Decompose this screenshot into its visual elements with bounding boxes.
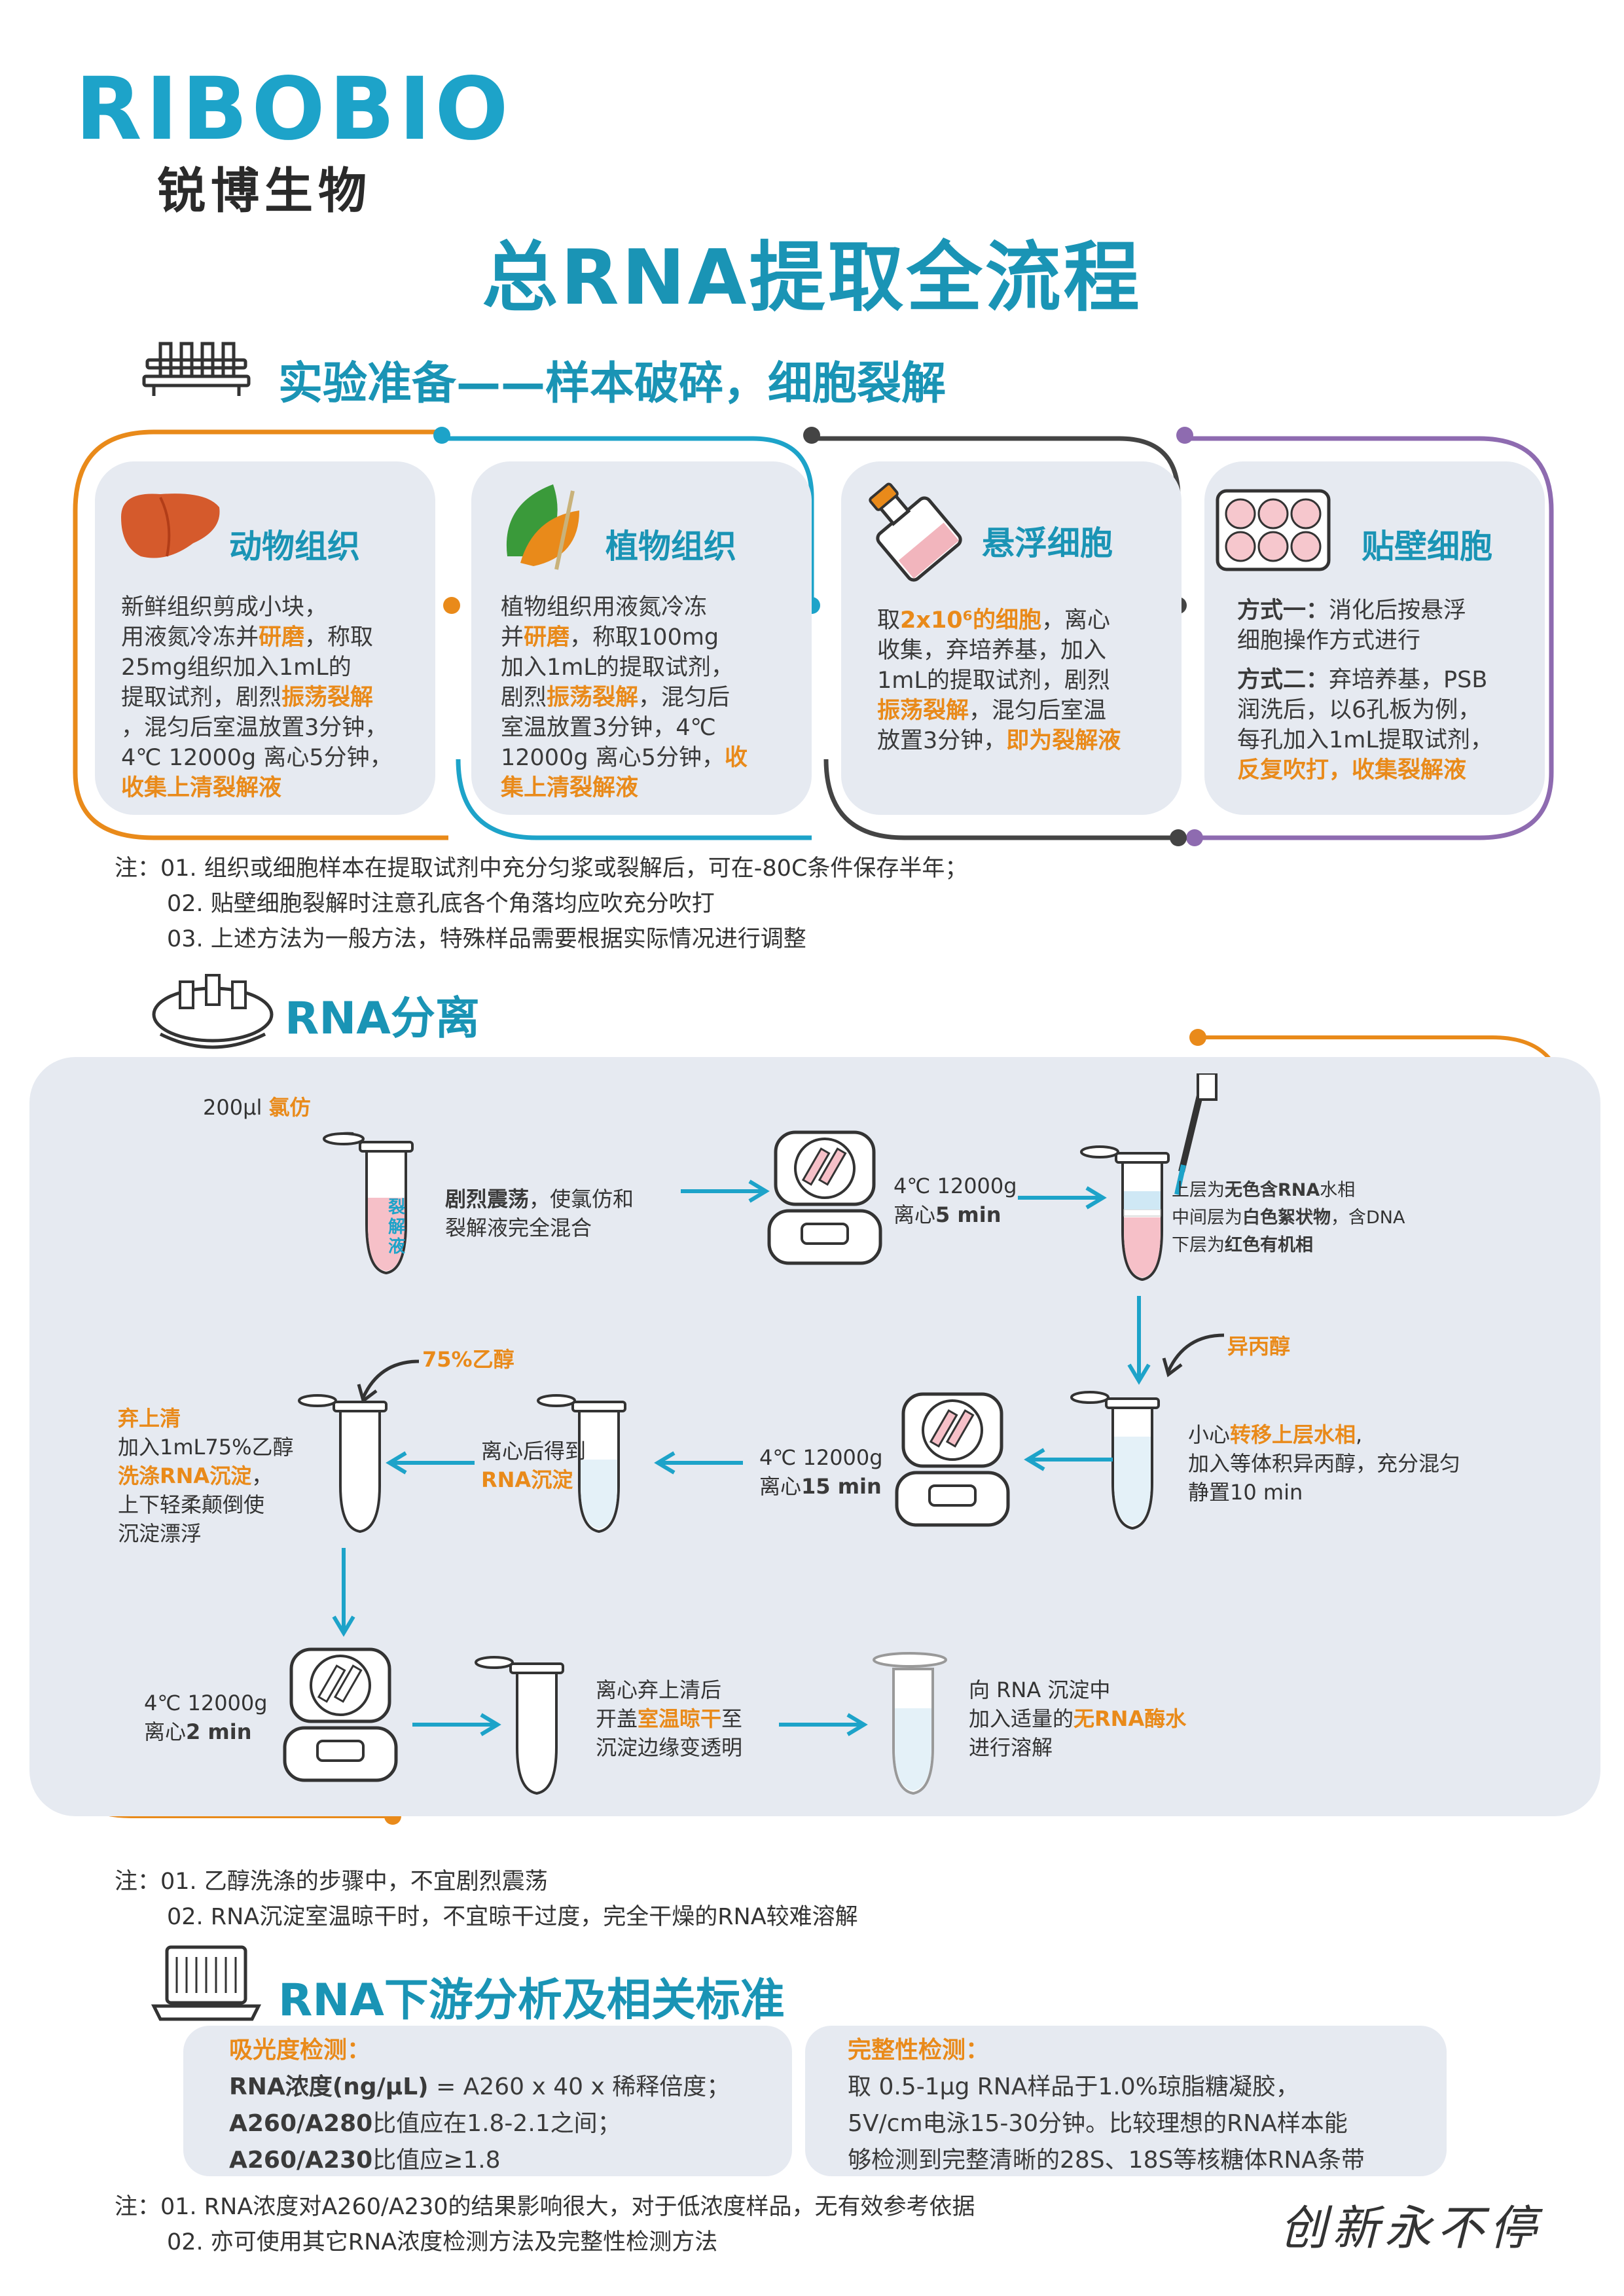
section-separation-title: RNA分离	[285, 993, 480, 1045]
card-animal-body: 新鲜组织剪成小块， 用液氮冷冻并研磨，称取 25mg组织加入1mL的 提取试剂，…	[121, 594, 393, 801]
absorbance-content: 吸光度检测： RNA浓度(ng/μL) = A260 x 40 x 稀释倍度； …	[229, 2037, 731, 2174]
step-transfer: 小心转移上层水相, 加入等体积异丙醇，充分混匀 静置10 min	[1188, 1422, 1461, 1505]
card-adherent-body: 方式一：消化后按悬浮 细胞操作方式进行 方式二：弃培养基，PSB 润洗后，以6孔…	[1237, 598, 1493, 783]
curved-arrow-icon	[1162, 1333, 1225, 1378]
logo-chinese: 锐博生物	[157, 163, 372, 219]
card-suspension-body: 取2x10⁶的细胞，离心 收集，弃培养基，加入 1mL的提取试剂，剧烈 振荡裂解…	[877, 607, 1121, 754]
test-tube-rack-icon	[142, 342, 251, 396]
tube-icon	[1070, 1391, 1160, 1530]
arrow-left-icon	[386, 1451, 475, 1475]
tube-icon	[537, 1394, 626, 1534]
phase-separated-tube-icon	[1080, 1073, 1218, 1282]
step-wash: 弃上清 加入1mL75%乙醇 洗涤RNA沉淀， 上下轻柔颠倒使 沉淀漂浮	[118, 1406, 294, 1546]
card-plant-body: 植物组织用液氮冷冻 并研磨，称取100mg 加入1mL的提取试剂， 剧烈振荡裂解…	[501, 594, 748, 801]
centrifuge-machine-icon	[767, 1130, 882, 1265]
arrow-right-icon	[779, 1713, 868, 1736]
chloroform-label: 200μl 氯仿	[203, 1095, 311, 1120]
step-air-dry: 离心弃上清后 开盖室温晾干至 沉淀边缘变透明	[596, 1677, 743, 1760]
lysate-tube-label: 裂解液	[388, 1198, 406, 1257]
laptop-icon	[151, 1945, 262, 2021]
culture-flask-icon	[869, 482, 962, 582]
arrow-down-icon	[332, 1548, 355, 1637]
card-suspension-title: 悬浮细胞	[982, 524, 1113, 562]
step-dissolve: 向 RNA 沉淀中 加入适量的无RNA酶水 进行溶解	[969, 1677, 1187, 1760]
centrifuge-step-1: 4℃ 12000g 离心5 min	[893, 1174, 1017, 1227]
well-plate-icon	[1216, 489, 1331, 571]
phase-layers: 上层为无色含RNA水相 中间层为白色絮状物，含DNA 下层为红色有机相	[1172, 1180, 1405, 1255]
notes-prep: 注：01. 组织或细胞样本在提取试剂中充分匀浆或裂解后，可在-80C条件保存半年…	[115, 855, 968, 952]
centrifuge-step-2: 4℃ 12000g 离心15 min	[759, 1445, 883, 1499]
arrow-right-icon	[412, 1713, 501, 1736]
step-pellet: 离心后得到 RNA沉淀	[481, 1439, 586, 1492]
dissolved-tube-icon	[873, 1652, 947, 1795]
arrow-left-icon	[654, 1451, 743, 1475]
tube-icon	[298, 1394, 388, 1534]
notes-analysis: 注：01. RNA浓度对A260/A230的结果影响很大，对于低浓度样品，无有效…	[115, 2194, 975, 2255]
open-tube-icon	[475, 1656, 564, 1795]
liver-icon	[121, 493, 220, 558]
arrow-right-icon	[681, 1179, 770, 1203]
section-prep-title: 实验准备——样本破碎，细胞裂解	[278, 358, 947, 410]
notes-separation: 注：01. 乙醇洗涤的步骤中，不宜剧烈震荡 02. RNA沉淀室温晾干时，不宜晾…	[115, 1869, 858, 1930]
card-adherent-title: 贴壁细胞	[1362, 528, 1492, 565]
card-animal-title: 动物组织	[229, 528, 360, 565]
slogan-signature: 创新永不停	[1280, 2200, 1542, 2255]
section-analysis-title: RNA下游分析及相关标准	[278, 1975, 785, 2026]
logo-wordmark: RIBOBIO	[75, 59, 513, 160]
integrity-content: 完整性检测： 取 0.5-1μg RNA样品于1.0%琼脂糖凝胶， 5V/cm电…	[848, 2037, 1365, 2174]
arrow-down-icon	[1127, 1296, 1151, 1385]
centrifuge-machine-icon	[895, 1392, 1010, 1527]
page-title: 总RNA提取全流程	[482, 234, 1142, 322]
centrifuge-step-3: 4℃ 12000g 离心2 min	[144, 1691, 268, 1744]
centrifuge-machine-icon	[283, 1647, 398, 1782]
arrow-left-icon	[1024, 1448, 1113, 1471]
integrity-box	[805, 2026, 1447, 2176]
centrifuge-icon	[152, 974, 274, 1049]
step-vortex: 剧烈震荡，使氯仿和 裂解液完全混合	[445, 1187, 634, 1240]
curved-arrow-icon	[357, 1359, 420, 1404]
isopropanol-label: 异丙醇	[1227, 1334, 1291, 1359]
absorbance-box	[183, 2026, 792, 2176]
card-plant-title: 植物组织	[605, 528, 736, 565]
plant-leaf-icon	[506, 484, 579, 570]
arrow-right-icon	[1018, 1186, 1107, 1210]
ethanol-label: 75%乙醇	[422, 1347, 514, 1372]
lysate-tube-icon	[323, 1132, 414, 1275]
